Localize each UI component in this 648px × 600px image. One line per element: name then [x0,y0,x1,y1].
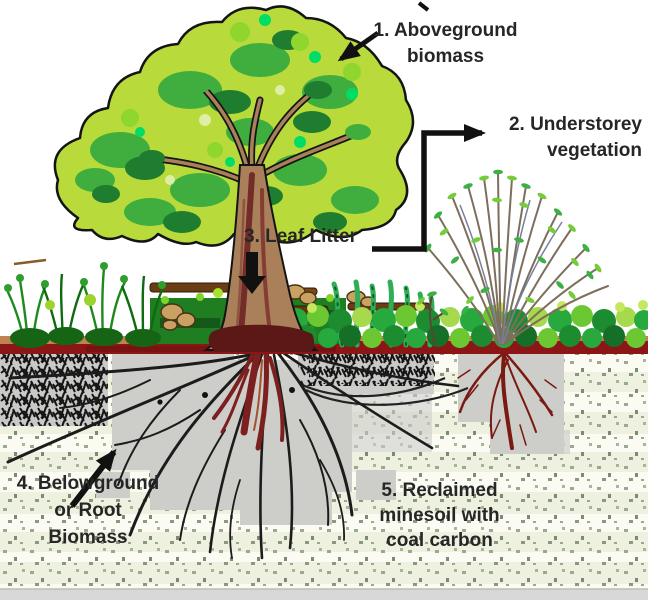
label-line: or Root [54,500,122,521]
label-belowground-root-biomass: 4. Belowground or Root Biomass [8,470,168,551]
label-line: 5. Reclaimed [381,480,498,501]
label-leaf-litter: 3. Leaf Litter [244,224,444,250]
small-sprig [415,290,450,346]
grass-clumps-left [4,258,166,348]
grass-roots-left [0,348,108,426]
label-understorey-vegetation: 2. Understorey vegetation [486,112,642,164]
canopy-foliage-patches [75,14,379,233]
bottom-edge-band [0,589,648,600]
tree-branches [139,75,371,186]
shrub-roots [457,348,557,450]
tree [53,5,415,352]
tree-roots-red [212,348,285,451]
label-line: biomass [406,46,485,67]
annotation-arrows [69,1,486,508]
label-line: 3. Leaf Litter [244,226,357,247]
understorey-zone [4,169,648,348]
top-tick-mark [417,1,430,12]
down-arrow-leaf-litter-icon [238,252,266,294]
understorey-shrub [423,169,609,345]
label-line: 1. Aboveground [373,20,518,41]
label-aboveground-biomass: 1. Aboveground biomass [358,18,533,70]
label-line: Biomass [48,527,128,548]
label-line: minesoil with [379,505,500,526]
label-line: vegetation [546,140,642,161]
tree-roots [6,348,460,560]
label-reclaimed-minesoil: 5. Reclaimed minesoil with coal carbon [362,478,517,553]
label-line: 4. Belowground [16,473,160,494]
elbow-arrow-understorey-icon [372,124,486,252]
arrow-to-canopy-icon [337,30,380,62]
label-line: 2. Understorey [508,114,642,135]
trunk-base [208,324,315,352]
label-line: coal carbon [386,530,493,551]
arrow-to-roots-icon [69,448,117,508]
shrub-leaves [423,169,603,316]
